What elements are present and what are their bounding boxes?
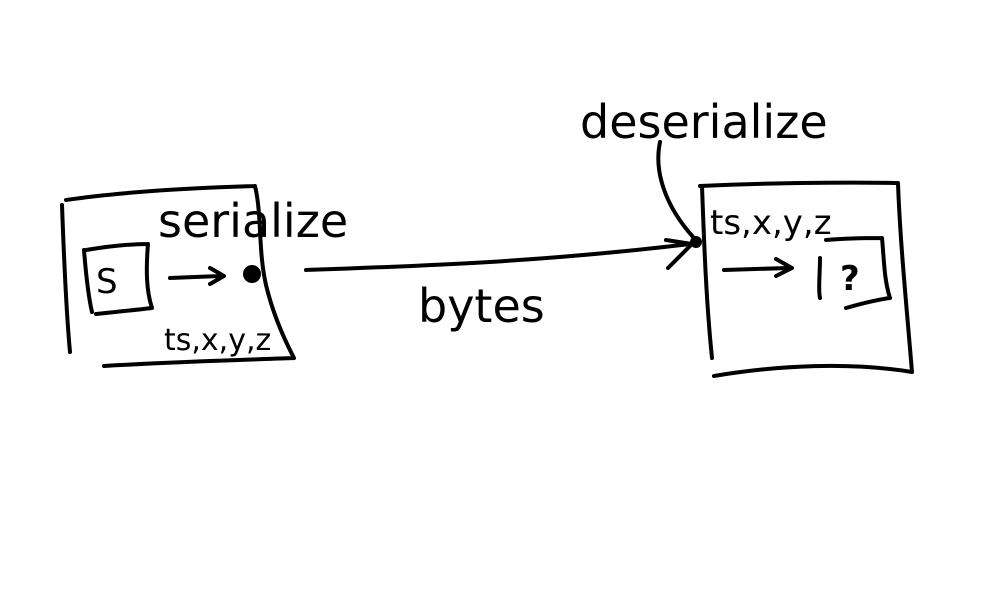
deserialize-label: deserialize <box>580 95 828 149</box>
deserialize-box: ? ts,x,y,z <box>690 180 914 378</box>
source-inner-box <box>82 242 154 316</box>
deserialize-inner-arrow <box>722 257 794 278</box>
serialize-box-outline <box>60 184 296 368</box>
serialize-fields: ts,x,y,z <box>164 323 271 358</box>
serialize-output-dot <box>243 265 261 283</box>
target-inner-box <box>817 236 892 310</box>
serialize-label: serialize <box>158 194 348 248</box>
serialize-inner-arrow <box>168 266 226 286</box>
deserialize-annotation: deserialize <box>580 95 828 240</box>
serialize-box: S serialize ts,x,y,z <box>60 184 348 368</box>
source-symbol: S <box>96 262 118 302</box>
target-symbol: ? <box>840 259 860 299</box>
deserialize-pointer <box>656 140 696 240</box>
bytes-connector: bytes <box>304 238 694 333</box>
bytes-line <box>304 242 692 272</box>
deserialize-fields: ts,x,y,z <box>710 203 832 243</box>
deserialize-box-outline <box>698 180 914 378</box>
bytes-label: bytes <box>418 279 545 333</box>
